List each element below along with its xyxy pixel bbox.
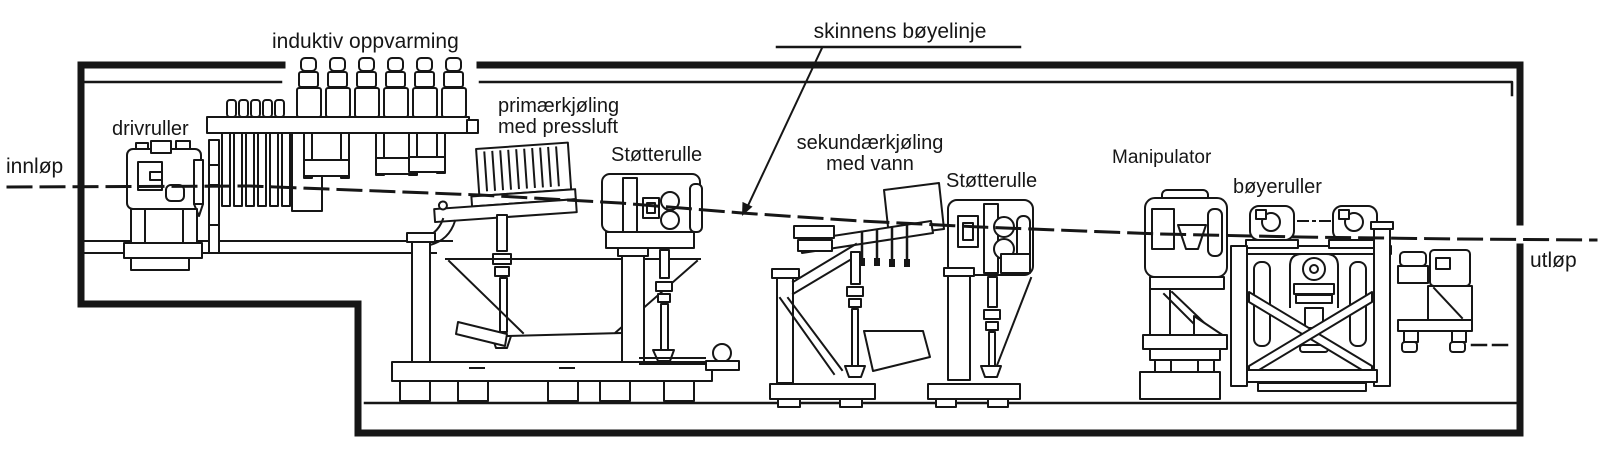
label-inlet: innløp — [6, 155, 64, 178]
drive-rollers-machine — [123, 140, 204, 271]
manipulator-machine — [1139, 189, 1228, 400]
induction-heater — [206, 57, 479, 254]
label-secondary-cooling: sekundærkjøling med vann — [796, 132, 944, 176]
label-support-roller-2: Støtterulle — [946, 170, 1038, 192]
rail-bend-line — [6, 184, 1598, 242]
label-support-roller-1: Støtterulle — [611, 144, 703, 166]
label-bending-rollers: bøyeruller — [1233, 176, 1322, 198]
bend-line-callout — [742, 45, 1022, 216]
outlet-roller-stand — [1397, 249, 1514, 353]
label-primary-cooling: primærkjøling med pressluft — [498, 95, 620, 139]
secondary-cooling-unit — [769, 182, 945, 408]
inductor-stacks — [296, 57, 467, 118]
label-outlet: utløp — [1530, 249, 1577, 272]
support-roller-2-machine — [927, 199, 1034, 408]
label-induction-heating: induktiv oppvarming — [272, 30, 459, 53]
enclosure-frame — [77, 61, 1524, 437]
support-roller-1-machine — [601, 173, 740, 371]
bending-rollers-machine — [1230, 205, 1394, 392]
label-bend-line: skinnens bøyelinje — [813, 20, 987, 43]
label-manipulator: Manipulator — [1112, 147, 1212, 168]
label-drive-rollers: drivruller — [112, 118, 189, 140]
primary-cooling-unit — [391, 141, 713, 402]
